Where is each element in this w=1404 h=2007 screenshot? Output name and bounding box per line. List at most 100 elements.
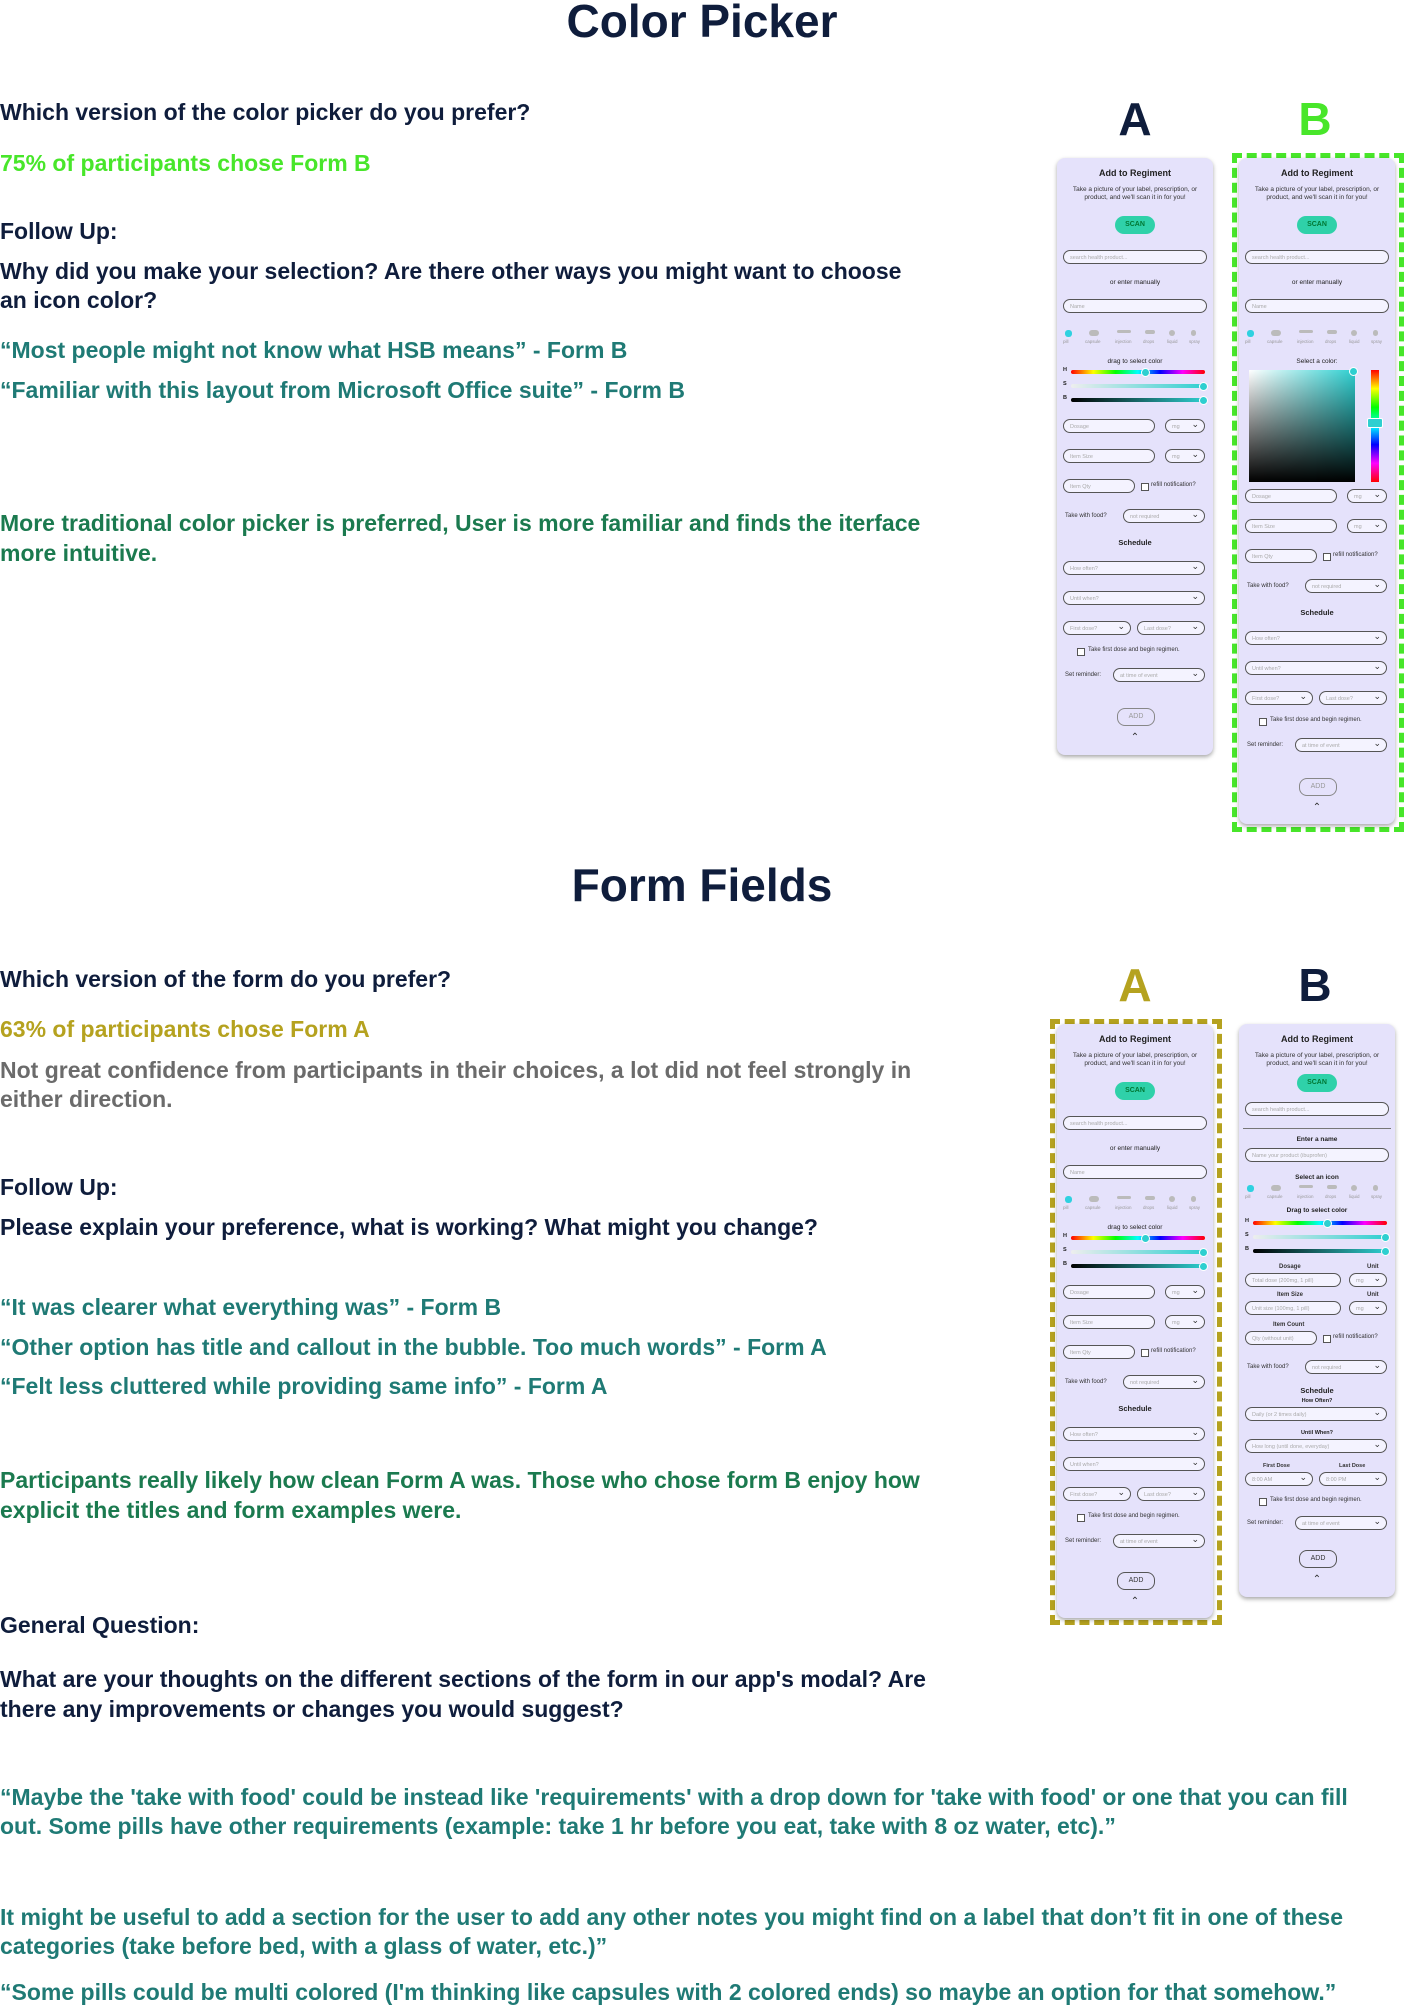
liquid-icon[interactable] — [1169, 330, 1175, 336]
item-size-field[interactable]: Item Size — [1063, 1315, 1155, 1329]
spray-icon[interactable] — [1373, 330, 1378, 336]
brightness-knob[interactable] — [1381, 1246, 1390, 1256]
item-size-unit-select[interactable]: mg — [1347, 517, 1387, 533]
saturation-slider[interactable] — [1253, 1232, 1390, 1242]
capsule-icon[interactable] — [1089, 330, 1099, 336]
icon-picker[interactable]: pill capsule injection drops liquid spra… — [1063, 330, 1207, 348]
until-when-select[interactable]: Until when? — [1245, 659, 1387, 675]
drops-icon[interactable] — [1327, 1185, 1337, 1189]
refill-checkbox[interactable] — [1141, 483, 1149, 491]
take-with-food-select[interactable]: not required — [1305, 577, 1387, 593]
saturation-knob[interactable] — [1199, 381, 1208, 391]
take-with-food-select[interactable]: not required — [1305, 1358, 1387, 1374]
dosage-unit-select[interactable]: mg — [1165, 1283, 1205, 1299]
drops-icon[interactable] — [1145, 1196, 1155, 1200]
icon-picker[interactable]: pill capsule injection drops liquid spra… — [1063, 1196, 1207, 1214]
reminder-select[interactable]: at time of event — [1113, 666, 1205, 682]
add-button[interactable]: ADD — [1299, 778, 1337, 796]
dosage-unit-select[interactable]: mg — [1165, 417, 1205, 433]
saturation-slider[interactable] — [1071, 381, 1208, 391]
item-size-field[interactable]: Unit size (100mg, 1 pill) — [1245, 1301, 1341, 1315]
search-field[interactable]: search health product... — [1063, 250, 1207, 264]
name-field[interactable]: Name your product (ibuprofen) — [1245, 1148, 1389, 1162]
injection-icon[interactable] — [1117, 330, 1131, 333]
pill-icon[interactable] — [1247, 330, 1254, 337]
injection-icon[interactable] — [1299, 1185, 1313, 1188]
scan-button[interactable]: SCAN — [1297, 1074, 1337, 1092]
name-field[interactable]: Name — [1063, 299, 1207, 313]
until-when-select[interactable]: Until when? — [1063, 589, 1205, 605]
search-field[interactable]: search health product... — [1245, 1102, 1389, 1116]
chevron-up-icon[interactable]: ⌃ — [1312, 1574, 1322, 1585]
liquid-icon[interactable] — [1351, 1185, 1357, 1191]
brightness-knob[interactable] — [1199, 395, 1208, 405]
item-size-field[interactable]: Item Size — [1245, 519, 1337, 533]
item-size-unit-select[interactable]: mg — [1165, 447, 1205, 463]
reminder-select[interactable]: at time of event — [1113, 1532, 1205, 1548]
item-count-field[interactable]: Qty (without unit) — [1245, 1331, 1317, 1345]
last-dose-select[interactable]: Last dose? — [1319, 689, 1387, 705]
hue-knob[interactable] — [1141, 1233, 1150, 1243]
last-dose-select[interactable]: Last dose? — [1137, 619, 1205, 635]
spray-icon[interactable] — [1373, 1185, 1378, 1191]
brightness-knob[interactable] — [1199, 1261, 1208, 1271]
scan-button[interactable]: SCAN — [1297, 216, 1337, 234]
chevron-up-icon[interactable]: ⌃ — [1130, 1596, 1140, 1607]
dosage-field[interactable]: Dosage — [1063, 1285, 1155, 1299]
scan-button[interactable]: SCAN — [1115, 216, 1155, 234]
injection-icon[interactable] — [1117, 1196, 1131, 1199]
refill-checkbox[interactable] — [1141, 1349, 1149, 1357]
dosage-unit-select[interactable]: mg — [1349, 1271, 1387, 1287]
hue-vertical-slider[interactable] — [1367, 370, 1383, 482]
capsule-icon[interactable] — [1271, 330, 1281, 336]
take-first-checkbox[interactable] — [1259, 718, 1267, 726]
drops-icon[interactable] — [1145, 330, 1155, 334]
pill-icon[interactable] — [1065, 330, 1072, 337]
saturation-knob[interactable] — [1199, 1247, 1208, 1257]
brightness-slider[interactable] — [1071, 395, 1208, 405]
how-often-select[interactable]: How often? — [1063, 1425, 1205, 1441]
refill-checkbox[interactable] — [1323, 553, 1331, 561]
reminder-select[interactable]: at time of event — [1295, 1514, 1387, 1530]
spray-icon[interactable] — [1191, 1196, 1196, 1202]
dosage-field[interactable]: Dosage — [1063, 419, 1155, 433]
hue-slider[interactable] — [1071, 367, 1205, 377]
add-button[interactable]: ADD — [1117, 1572, 1155, 1590]
hue-knob[interactable] — [1323, 1218, 1332, 1228]
brightness-slider[interactable] — [1071, 1261, 1208, 1271]
liquid-icon[interactable] — [1351, 330, 1357, 336]
first-dose-select[interactable]: First dose? — [1063, 619, 1131, 635]
chevron-up-icon[interactable]: ⌃ — [1130, 732, 1140, 743]
name-field[interactable]: Name — [1063, 1165, 1207, 1179]
take-first-checkbox[interactable] — [1259, 1498, 1267, 1506]
add-button[interactable]: ADD — [1299, 1550, 1337, 1568]
pill-icon[interactable] — [1247, 1185, 1254, 1192]
hue-slider[interactable] — [1253, 1218, 1387, 1228]
hue-knob[interactable] — [1141, 367, 1150, 377]
color-picker-knob[interactable] — [1349, 367, 1358, 376]
liquid-icon[interactable] — [1169, 1196, 1175, 1202]
how-often-select[interactable]: Daily (or 2 times daily) — [1245, 1405, 1387, 1421]
reminder-select[interactable]: at time of event — [1295, 736, 1387, 752]
icon-picker[interactable]: pill capsule injection drops liquid spra… — [1245, 1185, 1389, 1203]
dosage-field[interactable]: Total dose (200mg, 1 pill) — [1245, 1273, 1341, 1287]
item-size-unit-select[interactable]: mg — [1165, 1313, 1205, 1329]
until-when-select[interactable]: How long (until done, everyday) — [1245, 1437, 1387, 1453]
brightness-slider[interactable] — [1253, 1246, 1390, 1256]
color-gradient-square[interactable] — [1249, 367, 1358, 482]
name-field[interactable]: Name — [1245, 299, 1389, 313]
until-when-select[interactable]: Until when? — [1063, 1455, 1205, 1471]
take-with-food-select[interactable]: not required — [1123, 507, 1205, 523]
first-dose-select[interactable]: First dose? — [1063, 1485, 1131, 1501]
last-dose-select[interactable]: Last dose? — [1137, 1485, 1205, 1501]
first-dose-select[interactable]: First dose? — [1245, 689, 1313, 705]
item-size-unit-select[interactable]: mg — [1349, 1299, 1387, 1315]
search-field[interactable]: search health product... — [1063, 1116, 1207, 1130]
pill-icon[interactable] — [1065, 1196, 1072, 1203]
how-often-select[interactable]: How often? — [1245, 629, 1387, 645]
capsule-icon[interactable] — [1271, 1185, 1281, 1191]
how-often-select[interactable]: How often? — [1063, 559, 1205, 575]
first-dose-select[interactable]: 8:00 AM — [1245, 1470, 1313, 1486]
injection-icon[interactable] — [1299, 330, 1313, 333]
saturation-slider[interactable] — [1071, 1247, 1208, 1257]
